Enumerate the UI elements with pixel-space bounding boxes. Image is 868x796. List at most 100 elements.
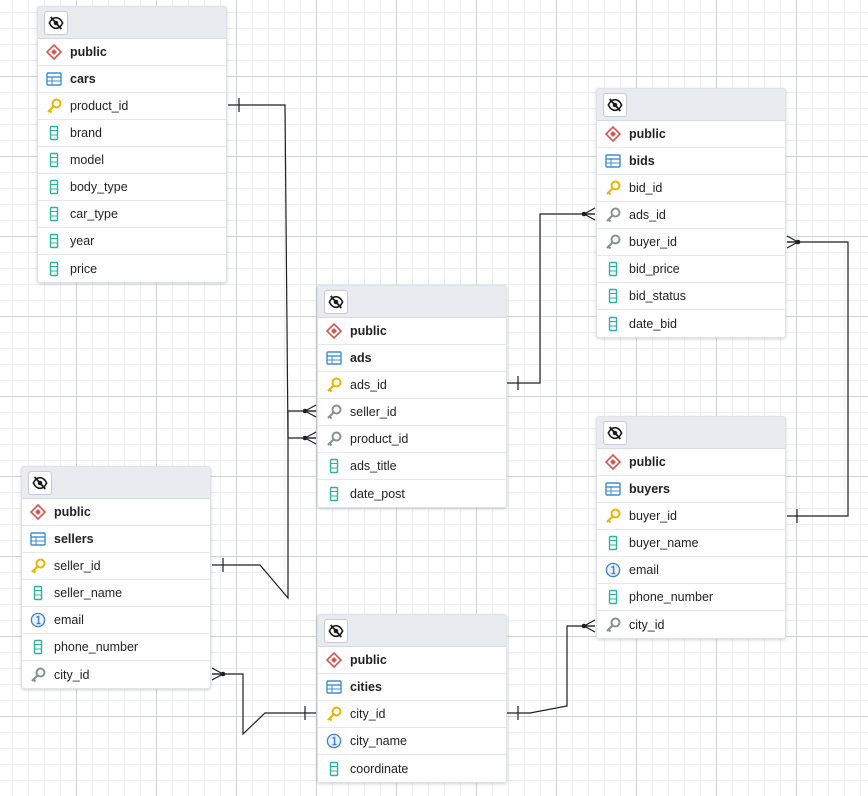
- primary-key-icon: [605, 508, 621, 524]
- table-icon: [46, 71, 62, 87]
- column-row[interactable]: ads_id: [597, 202, 785, 229]
- column-row[interactable]: city_id: [22, 661, 210, 688]
- column-row[interactable]: city_id: [318, 701, 506, 728]
- table-header[interactable]: [22, 467, 210, 499]
- column-row[interactable]: price: [38, 255, 226, 282]
- column-row[interactable]: model: [38, 147, 226, 174]
- column-name: car_type: [70, 207, 118, 221]
- column-row[interactable]: buyer_id: [597, 503, 785, 530]
- column-row[interactable]: ads_id: [318, 372, 506, 399]
- table-header[interactable]: [318, 615, 506, 647]
- column-row[interactable]: buyer_name: [597, 530, 785, 557]
- column-row[interactable]: phone_number: [597, 584, 785, 611]
- column-row[interactable]: coordinate: [318, 755, 506, 782]
- column-row[interactable]: bid_status: [597, 283, 785, 310]
- connector-dot: [302, 408, 308, 414]
- table-header[interactable]: [597, 417, 785, 449]
- column-name: bid_price: [629, 262, 680, 276]
- column-row[interactable]: phone_number: [22, 634, 210, 661]
- eye-off-icon[interactable]: [603, 420, 627, 445]
- table-header[interactable]: [597, 89, 785, 121]
- column-row[interactable]: city_name: [318, 728, 506, 755]
- primary-key-icon: [30, 558, 46, 574]
- table-name-row: sellers: [22, 526, 210, 553]
- column-icon: [605, 589, 621, 605]
- column-name: bid_id: [629, 181, 663, 195]
- table-name: buyers: [629, 482, 670, 496]
- connector-dot: [795, 239, 801, 245]
- column-row[interactable]: seller_id: [318, 399, 506, 426]
- column-icon: [46, 261, 62, 277]
- column-name: buyer_id: [629, 235, 677, 249]
- column-row[interactable]: buyer_id: [597, 229, 785, 256]
- column-name: seller_id: [54, 559, 101, 573]
- column-name: bid_status: [629, 289, 686, 303]
- column-icon: [46, 206, 62, 222]
- column-row[interactable]: product_id: [38, 93, 226, 120]
- eye-off-icon[interactable]: [44, 10, 68, 35]
- column-icon: [605, 316, 621, 332]
- column-icon: [46, 233, 62, 249]
- primary-key-icon: [326, 706, 342, 722]
- eye-off-icon[interactable]: [324, 618, 348, 643]
- column-row[interactable]: date_post: [318, 480, 506, 507]
- column-name: ads_id: [629, 208, 666, 222]
- column-name: email: [629, 563, 659, 577]
- schema-icon: [46, 44, 62, 60]
- relation-cities-sellers: [212, 673, 316, 736]
- column-row[interactable]: bid_price: [597, 256, 785, 283]
- eye-off-icon[interactable]: [603, 92, 627, 117]
- connector-dot: [220, 671, 226, 677]
- table-name-row: buyers: [597, 476, 785, 503]
- table-icon: [30, 531, 46, 547]
- table-name: sellers: [54, 532, 94, 546]
- column-icon: [326, 486, 342, 502]
- column-row[interactable]: city_id: [597, 611, 785, 638]
- unique-icon: [326, 733, 342, 749]
- eye-off-icon[interactable]: [324, 289, 348, 314]
- column-name: ads_title: [350, 459, 397, 473]
- column-row[interactable]: email: [597, 557, 785, 584]
- column-row[interactable]: product_id: [318, 426, 506, 453]
- column-row[interactable]: bid_id: [597, 175, 785, 202]
- eye-off-icon[interactable]: [28, 470, 52, 495]
- column-row[interactable]: car_type: [38, 201, 226, 228]
- connector-dot: [302, 435, 308, 441]
- schema-row: public: [38, 39, 226, 66]
- column-name: price: [70, 261, 98, 276]
- column-row[interactable]: seller_name: [22, 580, 210, 607]
- column-row[interactable]: body_type: [38, 174, 226, 201]
- schema-icon: [326, 652, 342, 668]
- table-header[interactable]: [318, 286, 506, 318]
- schema-name: public: [629, 455, 666, 469]
- schema-name: public: [350, 324, 387, 338]
- table-icon: [605, 153, 621, 169]
- column-row[interactable]: brand: [38, 120, 226, 147]
- foreign-key-icon: [30, 667, 46, 683]
- primary-key-icon: [326, 377, 342, 393]
- column-name: email: [54, 613, 84, 627]
- connector-dot: [581, 623, 587, 629]
- primary-key-icon: [605, 180, 621, 196]
- column-name: buyer_id: [629, 509, 677, 523]
- column-row[interactable]: ads_title: [318, 453, 506, 480]
- column-row[interactable]: email: [22, 607, 210, 634]
- column-icon: [30, 585, 46, 601]
- table-name-row: cities: [318, 674, 506, 701]
- column-name: phone_number: [54, 640, 139, 654]
- column-row[interactable]: date_bid: [597, 310, 785, 337]
- column-row[interactable]: year: [38, 228, 226, 255]
- table-name: bids: [629, 154, 655, 168]
- foreign-key-icon: [605, 617, 621, 633]
- table-header[interactable]: [38, 7, 226, 39]
- column-row[interactable]: seller_id: [22, 553, 210, 580]
- schema-row: public: [318, 647, 506, 674]
- schema-name: public: [54, 505, 91, 519]
